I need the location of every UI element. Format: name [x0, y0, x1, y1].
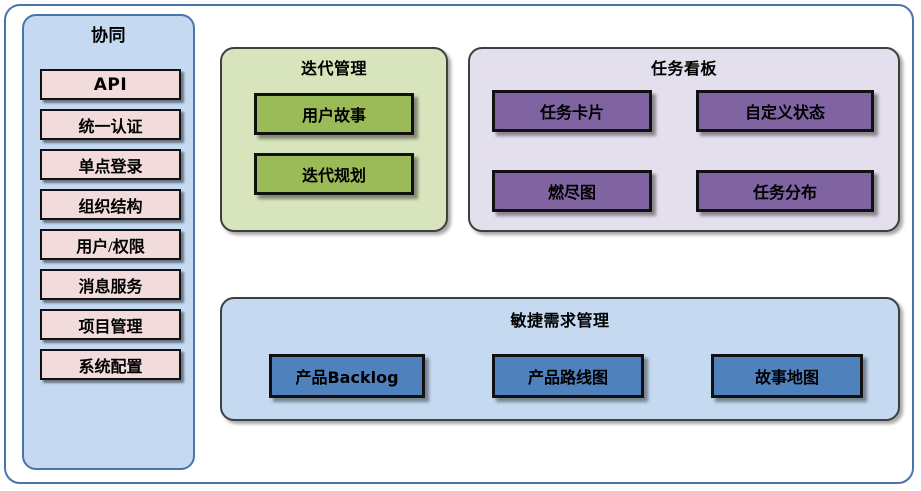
taskboard-box-task-distribution[interactable]: 任务分布	[696, 170, 874, 212]
sidebar-item-list: API 统一认证 单点登录 组织结构 用户/权限 消息服务 项目管理 系统配置	[40, 69, 181, 389]
sidebar-title: 协同	[91, 26, 126, 46]
taskboard-box-burndown-chart[interactable]: 燃尽图	[492, 170, 652, 212]
outer-frame	[4, 4, 914, 484]
sidebar-item-single-sign-on[interactable]: 单点登录	[40, 149, 181, 180]
sidebar-item-project-management[interactable]: 项目管理	[40, 309, 181, 340]
sidebar-item-unified-auth[interactable]: 统一认证	[40, 109, 181, 140]
sidebar-item-user-permission[interactable]: 用户/权限	[40, 229, 181, 260]
agile-box-product-backlog[interactable]: 产品Backlog	[269, 354, 425, 398]
panel-task-board: 任务看板 任务卡片 自定义状态 燃尽图 任务分布	[468, 47, 900, 232]
sidebar-item-system-config[interactable]: 系统配置	[40, 349, 181, 380]
taskboard-box-custom-status[interactable]: 自定义状态	[696, 90, 874, 132]
sidebar-item-message-service[interactable]: 消息服务	[40, 269, 181, 300]
agile-panel-title: 敏捷需求管理	[510, 311, 610, 330]
iteration-box-iteration-planning[interactable]: 迭代规划	[254, 153, 414, 195]
panel-iteration-management: 迭代管理 用户故事 迭代规划	[220, 47, 448, 232]
panel-agile-requirement-management: 敏捷需求管理 产品Backlog 产品路线图 故事地图	[220, 297, 900, 421]
agile-box-story-map[interactable]: 故事地图	[711, 354, 863, 398]
taskboard-box-task-card[interactable]: 任务卡片	[492, 90, 652, 132]
sidebar-item-org-structure[interactable]: 组织结构	[40, 189, 181, 220]
sidebar-item-api[interactable]: API	[40, 69, 181, 100]
sidebar-panel-collaboration: 协同 API 统一认证 单点登录 组织结构 用户/权限 消息服务 项目管理 系统…	[22, 14, 195, 470]
agile-box-product-roadmap[interactable]: 产品路线图	[492, 354, 644, 398]
iteration-panel-title: 迭代管理	[300, 59, 367, 78]
iteration-box-user-story[interactable]: 用户故事	[254, 93, 414, 135]
taskboard-panel-title: 任务看板	[650, 59, 717, 78]
